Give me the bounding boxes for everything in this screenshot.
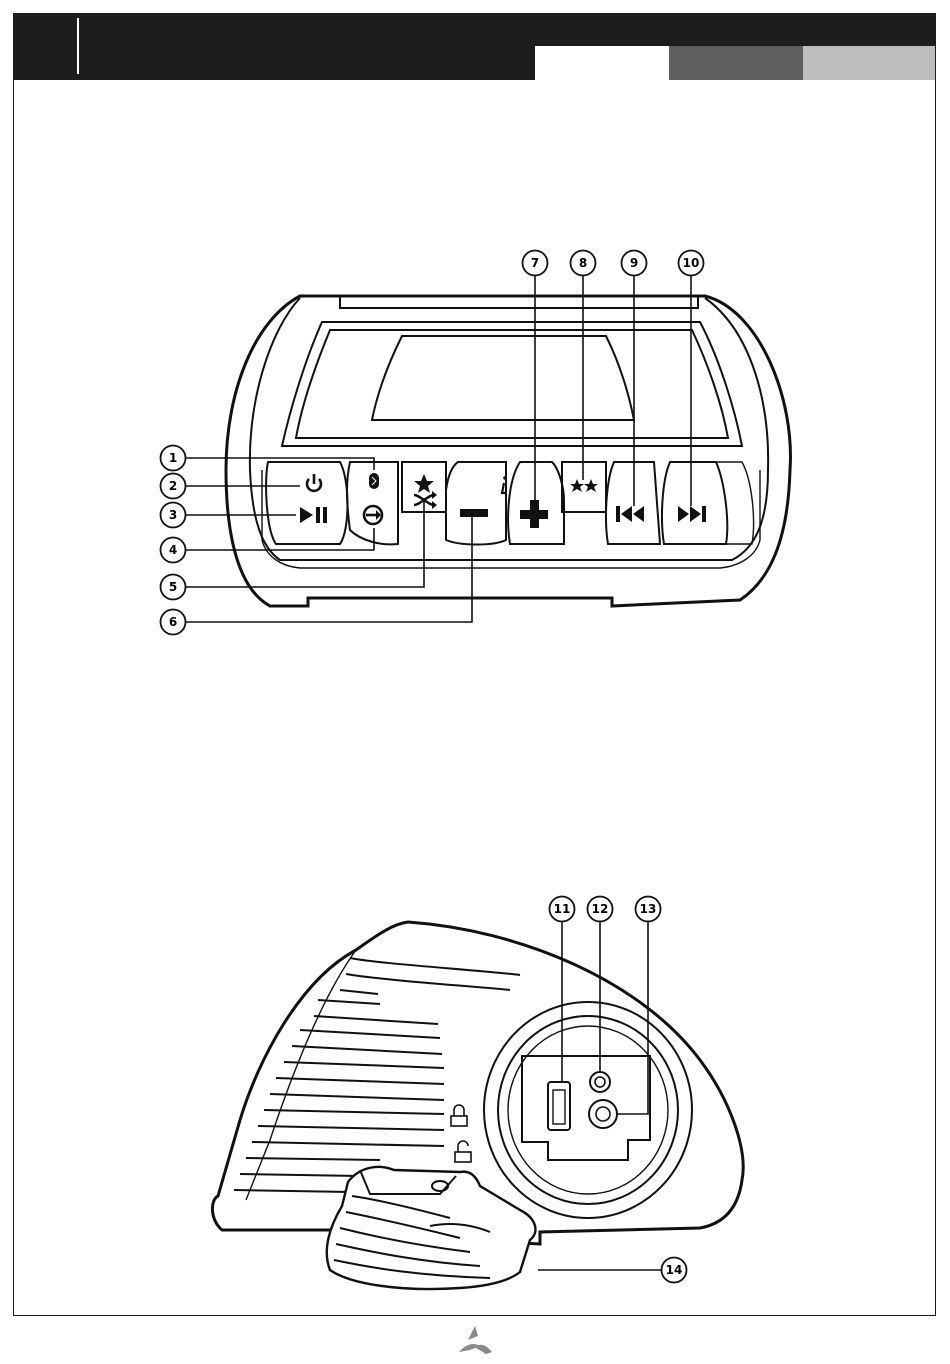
svg-text:1: 1 [169, 451, 177, 465]
previous-track-icon [616, 506, 644, 522]
callout-9: 9 [622, 251, 647, 276]
volume-plus-icon [520, 500, 548, 528]
svg-text:10: 10 [683, 256, 700, 270]
svg-text:8: 8 [579, 256, 587, 270]
speaker-stand [327, 1167, 536, 1289]
shuffle-icon [414, 491, 437, 509]
volume-minus-icon [460, 509, 488, 517]
usb-port-icon [548, 1082, 570, 1130]
callout-3: 3 [161, 503, 186, 528]
svg-text:7: 7 [531, 256, 539, 270]
callout-2: 2 [161, 474, 186, 499]
unlock-icon [455, 1141, 471, 1162]
callout-13: 13 [636, 897, 661, 922]
double-star-icon [570, 479, 598, 492]
callout-10: 10 [679, 251, 704, 276]
next-track-icon [678, 506, 706, 522]
bluetooth-icon [369, 473, 379, 489]
callout-7: 7 [523, 251, 548, 276]
svg-text:9: 9 [630, 256, 638, 270]
speaker-back-view [212, 920, 743, 1289]
brand-logo-icon [459, 1326, 492, 1354]
vent-slats [234, 958, 520, 1192]
dc-jack-icon [589, 1100, 617, 1128]
svg-text:2: 2 [169, 479, 177, 493]
svg-text:14: 14 [666, 1263, 683, 1277]
svg-text:11: 11 [554, 902, 571, 916]
aux-jack-icon [590, 1072, 610, 1092]
callout-11: 11 [550, 897, 575, 922]
svg-text:4: 4 [169, 543, 177, 557]
svg-text:6: 6 [169, 615, 177, 629]
svg-text:13: 13 [640, 902, 657, 916]
favorite-star-icon [414, 474, 434, 493]
callout-1: 1 [161, 446, 186, 471]
speaker-top-view [186, 275, 790, 622]
power-icon [307, 474, 321, 491]
callout-12: 12 [588, 897, 613, 922]
callout-6: 6 [161, 610, 186, 635]
svg-text:3: 3 [169, 508, 177, 522]
lock-icon [451, 1105, 467, 1126]
callout-5: 5 [161, 575, 186, 600]
play-pause-icon [300, 507, 327, 523]
callout-8: 8 [571, 251, 596, 276]
callout-14: 14 [662, 1258, 687, 1283]
svg-text:12: 12 [592, 902, 609, 916]
svg-text:5: 5 [169, 580, 177, 594]
callout-4: 4 [161, 538, 186, 563]
source-icon [364, 506, 382, 524]
